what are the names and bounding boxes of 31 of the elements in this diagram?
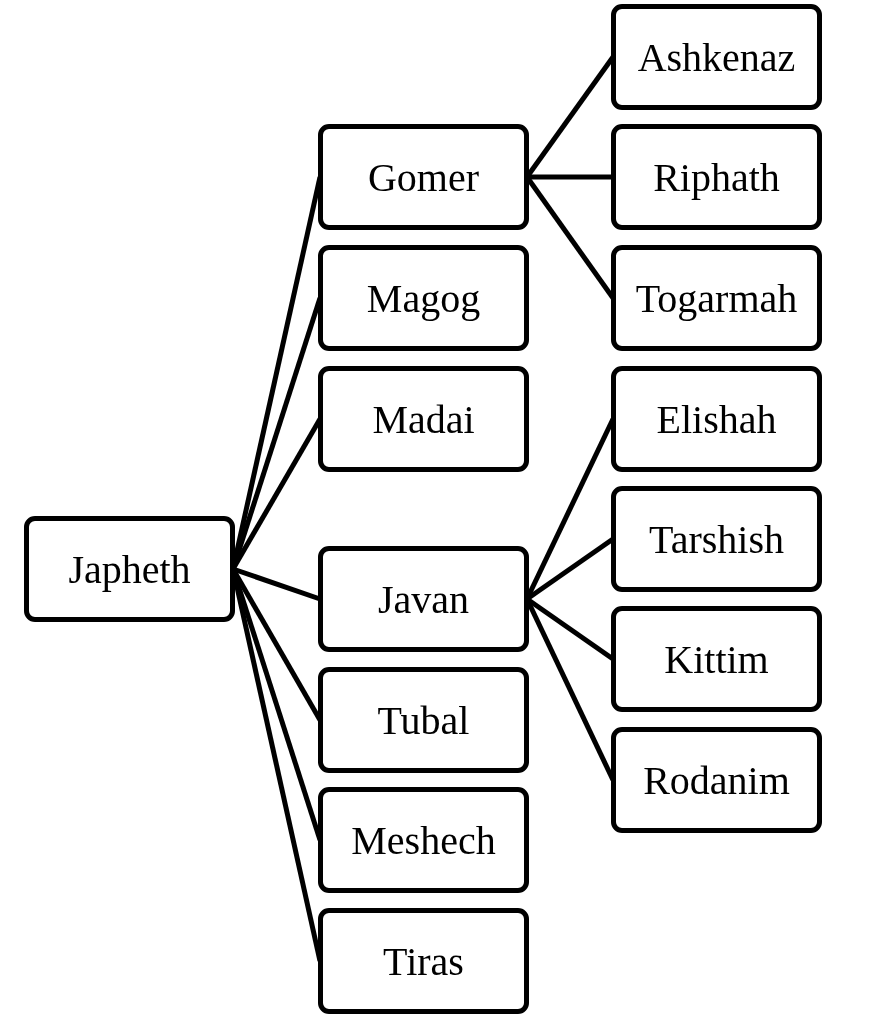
connector-line bbox=[527, 174, 613, 180]
name-text: Tubal bbox=[377, 696, 470, 744]
name-box bbox=[318, 908, 529, 1014]
name-box bbox=[318, 667, 529, 773]
name-text: Kittim bbox=[664, 635, 769, 683]
name-text: Ashkenaz bbox=[637, 33, 796, 81]
name-text: Rodanim bbox=[643, 756, 790, 804]
name-box bbox=[318, 245, 529, 351]
name-text: Javan bbox=[377, 575, 470, 623]
name-box bbox=[24, 516, 235, 622]
name-text: Elishah bbox=[656, 395, 777, 443]
name-box bbox=[611, 4, 822, 110]
name-box bbox=[611, 606, 822, 712]
name-text: Magog bbox=[366, 274, 481, 322]
name-box bbox=[318, 366, 529, 472]
name-text: Meshech bbox=[351, 816, 496, 864]
name-box bbox=[318, 787, 529, 893]
name-text: Tarshish bbox=[649, 515, 784, 563]
name-box bbox=[611, 366, 822, 472]
name-text: Riphath bbox=[653, 153, 780, 201]
name-box bbox=[611, 486, 822, 592]
name-box bbox=[318, 546, 529, 652]
name-text: Togarmah bbox=[635, 274, 798, 322]
name-box bbox=[318, 124, 529, 230]
name-box bbox=[611, 727, 822, 833]
name-text: Japheth bbox=[68, 545, 191, 593]
name-text: Tiras bbox=[383, 937, 464, 985]
name-box bbox=[611, 245, 822, 351]
name-box bbox=[611, 124, 822, 230]
name-text: Gomer bbox=[367, 153, 480, 201]
name-text: Madai bbox=[372, 395, 475, 443]
